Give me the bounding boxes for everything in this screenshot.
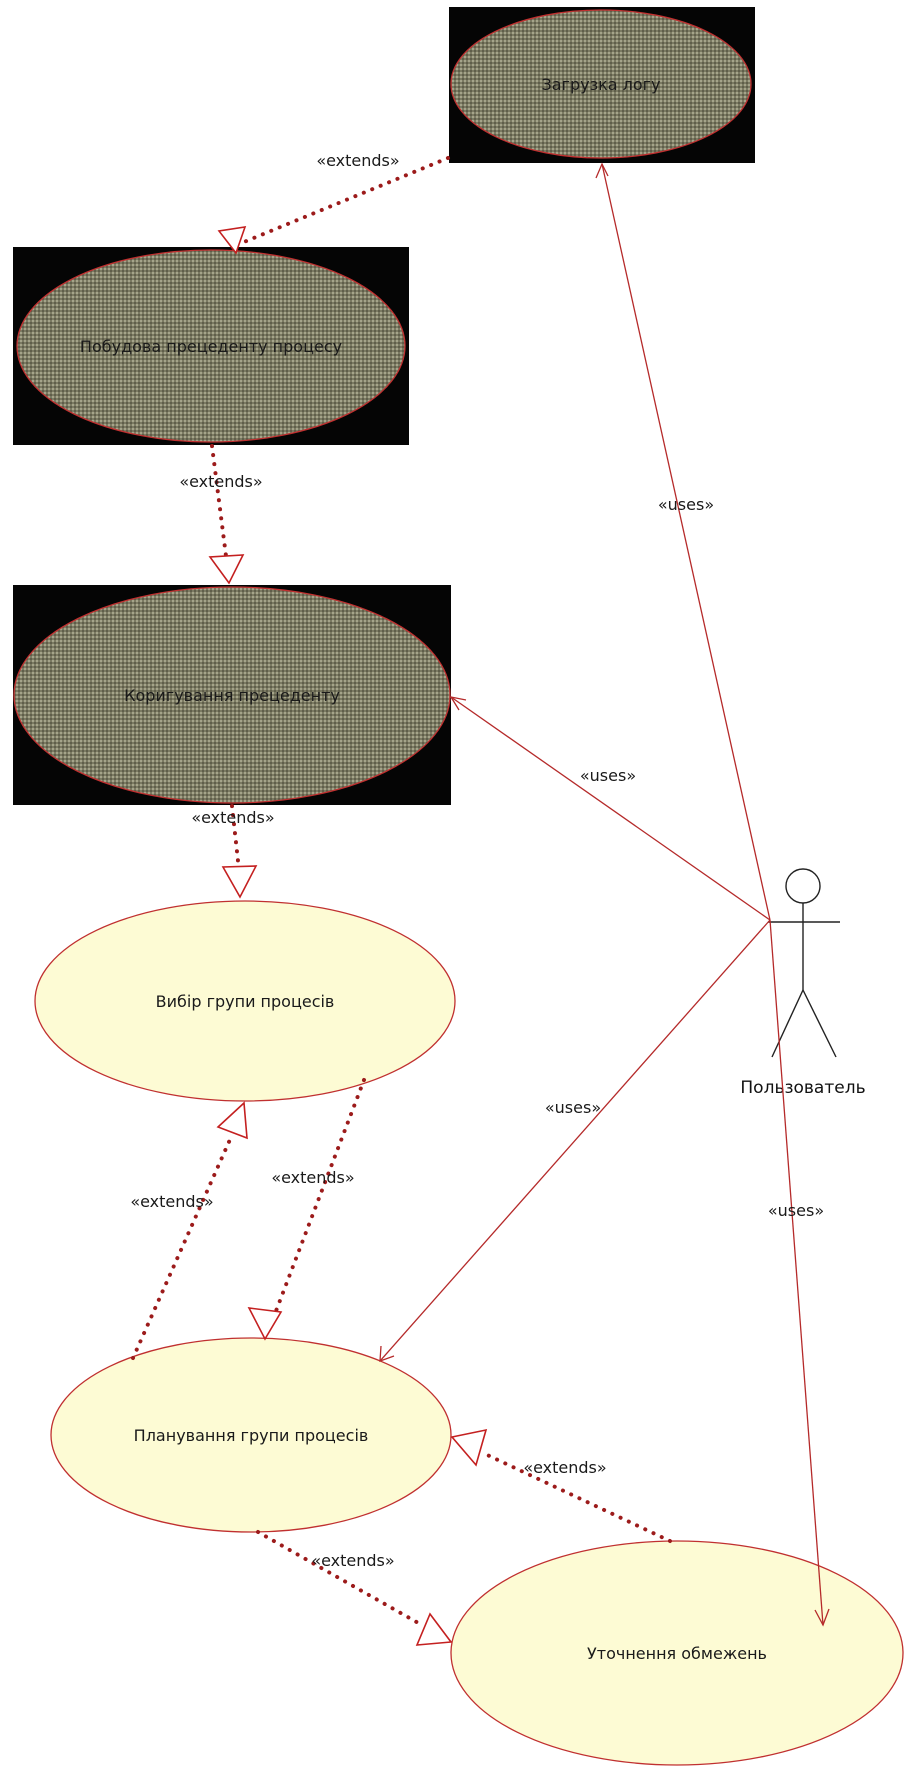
use-case-build-precedent-ellipse: [16, 249, 406, 443]
extends-arrowhead-load-to-build: [217, 226, 247, 255]
extends-arrowhead-plan-to-refine: [415, 1612, 453, 1646]
extends-label-build-to-adjust: «extends»: [179, 472, 262, 491]
extends-arrowhead-choose-to-plan: [247, 1307, 283, 1341]
uses-line-plan-group: [379, 919, 771, 1362]
uses-arrowhead-adjust-precedent: [449, 696, 467, 711]
extends-line-adjust-to-choose: [230, 804, 241, 872]
extends-label-adjust-to-choose: «extends»: [191, 808, 274, 827]
extends-label-plan-to-refine: «extends»: [311, 1551, 394, 1570]
extends-line-choose-to-plan: [274, 1078, 366, 1313]
uses-arrowhead-refine-constraints: [814, 1608, 830, 1627]
use-case-build-precedent-label: Побудова прецеденту процесу: [80, 337, 342, 356]
uses-label-load-log: «uses»: [658, 495, 714, 514]
uses-relation-adjust-precedent: «uses»: [449, 696, 771, 921]
extends-line-load-to-build: [242, 156, 450, 244]
use-case-load-log-label: Загрузка логу: [541, 75, 660, 94]
use-case-load-log-ellipse: [450, 9, 752, 159]
extends-arrowhead-adjust-to-choose: [221, 865, 258, 899]
use-case-refine-constraints-label: Уточнення обмежень: [587, 1644, 767, 1663]
uses-line-adjust-precedent: [450, 696, 771, 921]
actor-right-leg: [802, 989, 837, 1058]
uses-label-refine-constraints: «uses»: [768, 1201, 824, 1220]
actor-label: Пользователь: [740, 1078, 865, 1098]
uses-label-plan-group: «uses»: [545, 1098, 601, 1117]
use-case-choose-group[interactable]: Вибір групи процесів: [34, 900, 456, 1102]
uses-label-adjust-precedent: «uses»: [580, 766, 636, 785]
use-case-refine-constraints[interactable]: Уточнення обмежень: [450, 1540, 904, 1766]
use-case-build-precedent[interactable]: Побудова прецеденту процесу: [13, 247, 409, 445]
extends-relation-load-to-build: «extends»: [217, 151, 450, 255]
use-case-adjust-precedent[interactable]: Коригування прецеденту: [13, 585, 451, 805]
uses-line-refine-constraints: [769, 919, 824, 1626]
use-case-choose-group-label: Вибір групи процесів: [156, 992, 335, 1011]
extends-line-plan-to-refine: [256, 1530, 422, 1626]
extends-arrowhead-plan-to-choose: [216, 1101, 248, 1140]
extends-relation-adjust-to-choose: «extends»: [191, 804, 275, 899]
actor-head: [785, 868, 821, 904]
use-case-plan-group-label: Планування групи процесів: [134, 1426, 369, 1445]
extends-arrowhead-build-to-adjust: [208, 554, 245, 585]
uses-relation-load-log: «uses»: [595, 162, 771, 921]
use-case-choose-group-ellipse: [34, 900, 456, 1102]
extends-relation-choose-to-plan: «extends»: [247, 1078, 366, 1341]
extends-label-plan-to-choose: «extends»: [130, 1192, 213, 1211]
use-case-refine-constraints-ellipse: [450, 1540, 904, 1766]
extends-relation-plan-to-choose: «extends»: [130, 1101, 248, 1360]
use-case-adjust-precedent-label: Коригування прецеденту: [124, 686, 340, 705]
extends-line-build-to-adjust: [210, 444, 228, 558]
uses-arrowhead-plan-group: [379, 1345, 395, 1362]
uses-line-load-log: [601, 163, 771, 921]
use-case-plan-group[interactable]: Планування групи процесів: [50, 1337, 452, 1533]
uses-arrowhead-load-log: [595, 162, 609, 179]
extends-relation-plan-to-refine: «extends»: [256, 1530, 453, 1646]
actor-user[interactable]: Пользователь: [740, 868, 866, 1098]
actor-left-leg: [771, 989, 804, 1058]
extends-relation-refine-to-plan: «extends»: [450, 1428, 672, 1543]
extends-line-plan-to-choose: [131, 1133, 234, 1360]
extends-label-load-to-build: «extends»: [316, 151, 399, 170]
uses-relation-plan-group: «uses»: [379, 919, 771, 1362]
extends-label-choose-to-plan: «extends»: [271, 1168, 354, 1187]
use-case-adjust-precedent-ellipse: [13, 586, 451, 804]
uses-relation-refine-constraints: «uses»: [768, 919, 830, 1627]
use-case-plan-group-ellipse: [50, 1337, 452, 1533]
extends-relation-build-to-adjust: «extends»: [179, 444, 263, 585]
extends-label-refine-to-plan: «extends»: [523, 1458, 606, 1477]
extends-line-refine-to-plan: [479, 1450, 672, 1543]
use-case-load-log[interactable]: Загрузка логу: [449, 7, 755, 163]
extends-arrowhead-refine-to-plan: [450, 1428, 488, 1467]
